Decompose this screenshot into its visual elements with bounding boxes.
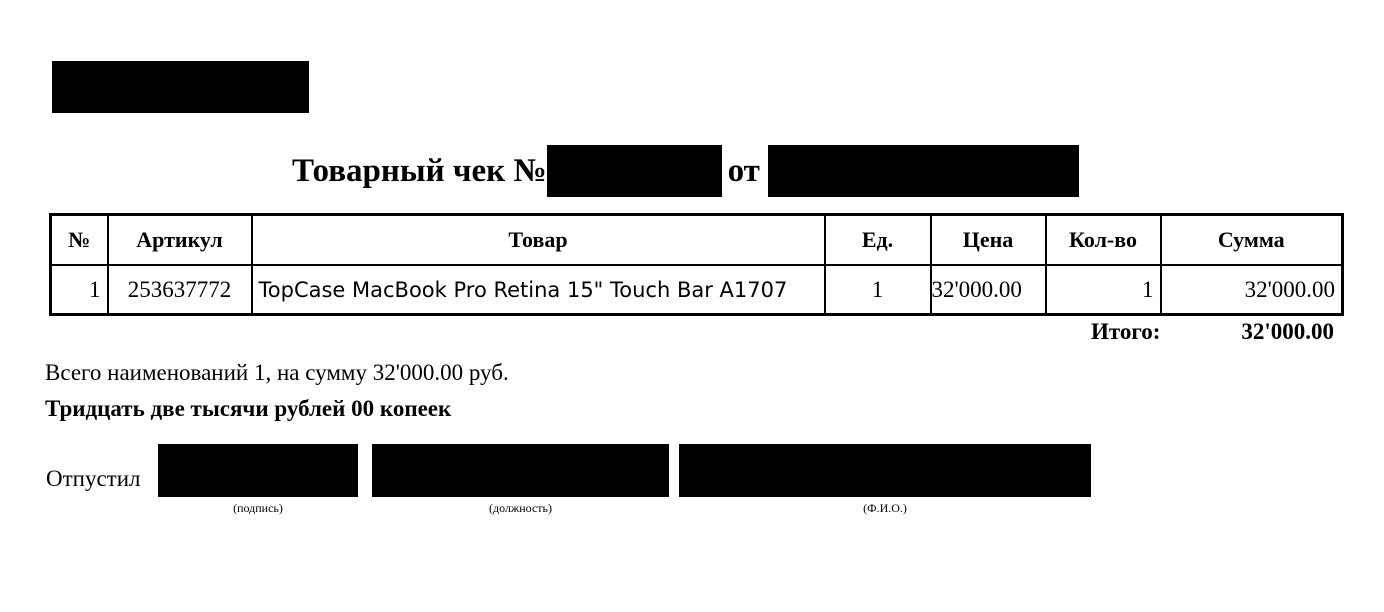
signature-line <box>158 496 358 497</box>
position-caption: (должность) <box>489 501 552 515</box>
cell-unit: 1 <box>823 264 932 316</box>
redacted-receipt-number <box>546 145 722 197</box>
total-value: 32'000.00 <box>1241 319 1334 344</box>
redacted-signature <box>158 444 358 496</box>
redacted-company-name <box>52 61 309 113</box>
column-header-article: Артикул <box>106 213 253 266</box>
signature-caption: (подпись) <box>233 501 283 515</box>
redacted-position <box>372 444 669 496</box>
column-header-quantity: Кол-во <box>1044 213 1162 266</box>
receipt-title-from: от <box>727 152 760 189</box>
column-header-product: Товар <box>250 213 826 266</box>
redacted-receipt-date <box>767 145 1079 197</box>
column-header-price: Цена <box>929 213 1047 266</box>
cell-number: 1 <box>49 264 109 316</box>
total-label: Итого: <box>1091 319 1161 344</box>
cell-product: TopCase MacBook Pro Retina 15" Touch Bar… <box>250 264 826 316</box>
items-summary: Всего наименований 1, на сумму 32'000.00… <box>45 360 509 385</box>
full-name-caption: (Ф.И.О.) <box>863 501 907 515</box>
cell-quantity: 1 <box>1044 264 1162 316</box>
column-header-unit: Ед. <box>823 213 932 266</box>
receipt-title: Товарный чек № от <box>0 145 1079 197</box>
cell-article: 253637772 <box>106 264 253 316</box>
table-row: 1 253637772 TopCase MacBook Pro Retina 1… <box>49 264 1344 316</box>
receipt-title-prefix: Товарный чек № <box>292 152 547 189</box>
full-name-line <box>679 496 1091 497</box>
column-header-number: № <box>49 213 109 266</box>
column-header-sum: Сумма <box>1159 213 1344 266</box>
items-table: № Артикул Товар Ед. Цена Кол-во Сумма 1 … <box>49 213 1344 316</box>
position-line <box>372 496 669 497</box>
redacted-full-name <box>679 444 1091 496</box>
released-by-label: Отпустил <box>46 466 141 491</box>
amount-in-words: Тридцать две тысячи рублей 00 копеек <box>45 396 452 421</box>
table-header-row: № Артикул Товар Ед. Цена Кол-во Сумма <box>49 213 1344 266</box>
cell-sum: 32'000.00 <box>1159 264 1344 316</box>
cell-price: 32'000.00 <box>929 264 1047 316</box>
